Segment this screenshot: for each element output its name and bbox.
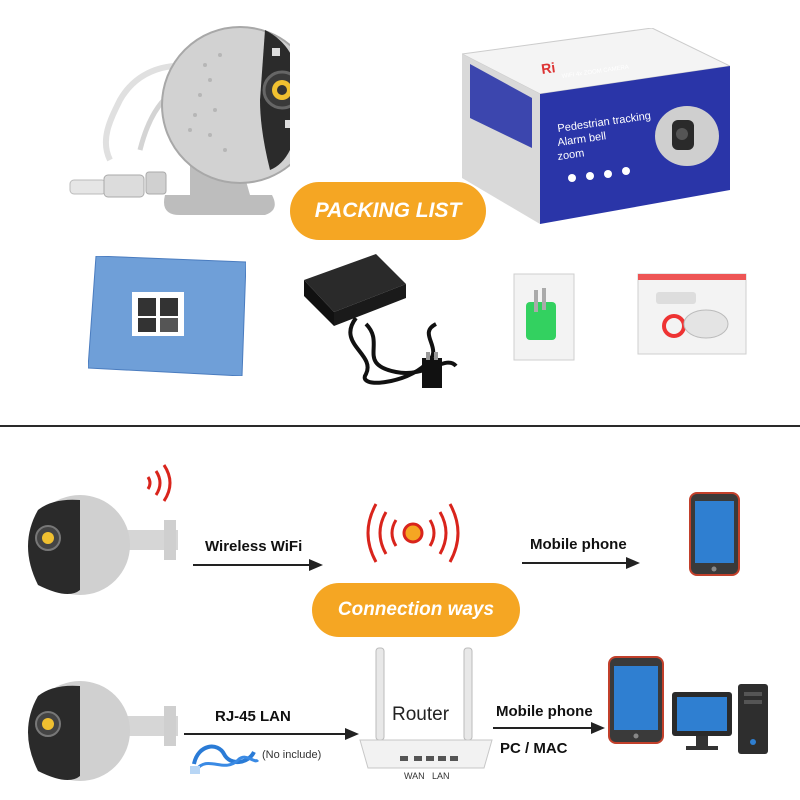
packing-list-badge: PACKING LIST — [290, 182, 486, 240]
arrow-lan — [184, 728, 359, 740]
retail-box-image: Pedestrian tracking Alarm bell zoom Ri W… — [462, 28, 730, 224]
arrow-wifi — [193, 559, 323, 571]
box-feature-3: zoom — [557, 147, 585, 163]
user-manual-image — [88, 256, 246, 376]
arrow-to-mobile — [522, 557, 640, 569]
wireless-wifi-label: Wireless WiFi — [205, 538, 303, 555]
router-lan-port-label: LAN — [432, 771, 450, 781]
mobile-phone-icon-2 — [608, 656, 664, 744]
rj45-lan-label: RJ-45 LAN — [215, 708, 291, 725]
box-brand-logo: Ri — [540, 59, 556, 77]
camera-lan-image — [28, 681, 178, 781]
section-divider — [0, 425, 800, 427]
router-wan-port-label: WAN — [404, 771, 425, 781]
wifi-signal-icon — [146, 464, 172, 502]
router-label: Router — [392, 704, 450, 725]
mobile-phone-label-1: Mobile phone — [530, 536, 627, 553]
camera-wifi-image — [28, 495, 178, 595]
power-adapter-image — [304, 254, 458, 388]
router-icon — [359, 647, 493, 769]
connection-ways-badge: Connection ways — [312, 583, 520, 637]
mobile-phone-label-2: Mobile phone — [496, 703, 593, 720]
desktop-computer-icon — [672, 684, 768, 754]
mobile-phone-icon — [689, 492, 740, 576]
waterproof-kit-image — [637, 273, 747, 355]
wireless-signal-icon — [366, 503, 460, 563]
arrow-to-devices — [493, 722, 605, 734]
camera-product-image — [69, 26, 290, 215]
pc-mac-label: PC / MAC — [500, 740, 568, 757]
cable-not-included-note: (No include) — [262, 749, 322, 761]
lan-cable-icon — [190, 744, 260, 774]
screw-pack-image — [513, 273, 575, 361]
